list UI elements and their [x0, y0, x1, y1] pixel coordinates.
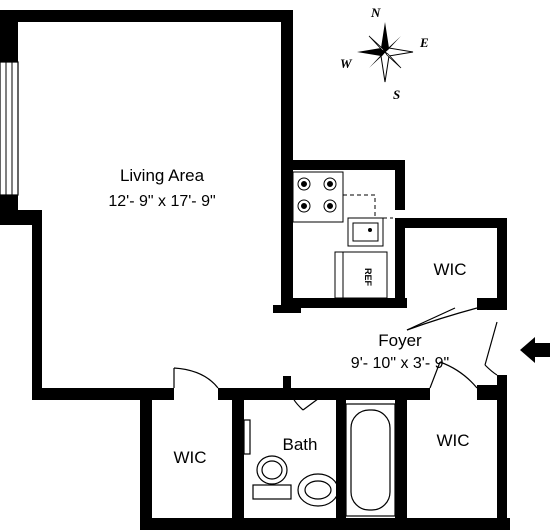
- toilet-bowl: [256, 455, 288, 485]
- wic-upper-label: WIC: [433, 260, 466, 279]
- wall-kitchen-right: [395, 160, 405, 210]
- living-area-dims: 12'- 9" x 17'- 9": [108, 193, 215, 210]
- door-wic-lower-right-swing: [439, 361, 478, 389]
- sink-basin: [352, 222, 379, 242]
- door-bath-leaf: [302, 389, 331, 411]
- kitchen-fixtures: [292, 171, 393, 299]
- wall-wic-left-right: [232, 388, 244, 530]
- foyer-dims: 9'- 10" x 3'- 9": [351, 355, 449, 372]
- compass-w: W: [340, 56, 353, 71]
- foyer-name: Foyer: [378, 331, 422, 350]
- counter-edge: [343, 194, 393, 219]
- door-wic-upper-leaf: [406, 307, 456, 331]
- living-area-name: Living Area: [120, 166, 205, 185]
- ref-label: REF: [363, 268, 373, 287]
- wall-bath-stub: [283, 376, 291, 390]
- door-wic-lower-left-swing: [173, 367, 219, 389]
- wall-right-lower: [497, 375, 507, 530]
- sink: [347, 217, 384, 247]
- wall-left-upper: [0, 10, 18, 62]
- stove-burners: [297, 177, 337, 213]
- door-wic-upper-swing: [406, 307, 478, 331]
- bathtub: [345, 403, 396, 517]
- medicine-cabinet: [243, 419, 251, 455]
- walls: [0, 10, 510, 530]
- door-bath-swing: [290, 389, 304, 411]
- wic-lower-right-label: WIC: [436, 431, 469, 450]
- wic-lower-left-label: WIC: [173, 448, 206, 467]
- wall-wic-upper-top: [395, 218, 507, 228]
- bath-fixtures: [243, 403, 396, 517]
- compass-rose-icon: [357, 22, 414, 83]
- entry-arrow-icon: [520, 337, 550, 363]
- bath-sink: [297, 473, 339, 507]
- wall-bath-right: [336, 388, 346, 530]
- door-entry-leaf: [484, 321, 498, 366]
- wall-wic-upper-left: [395, 218, 405, 308]
- toilet-tank: [252, 484, 292, 500]
- compass-s: S: [393, 87, 400, 102]
- wall-wic-upper-right: [497, 218, 507, 310]
- wall-left-lower: [32, 210, 42, 400]
- wall-top: [0, 10, 293, 22]
- wall-wic-right-left: [395, 388, 407, 530]
- wall-wic-upper-bottom-right: [477, 298, 507, 310]
- door-wic-lower-right-leaf: [429, 361, 441, 389]
- wall-living-bottom-left: [32, 388, 174, 400]
- wall-living-right-cap: [273, 305, 301, 313]
- window: [0, 61, 19, 196]
- stove: [292, 171, 344, 223]
- compass-n: N: [370, 5, 381, 20]
- door-entry-swing: [484, 364, 498, 376]
- wall-left-lower-stub: [0, 195, 18, 225]
- bath-label: Bath: [283, 435, 318, 454]
- refrigerator: [334, 251, 388, 299]
- wall-foyer-bottom-right: [477, 385, 507, 400]
- wall-wic-left-left: [140, 388, 152, 530]
- bathtub-basin: [350, 409, 391, 511]
- wall-left-step: [18, 210, 42, 225]
- doors: [173, 307, 498, 411]
- wall-kitchen-bottom: [293, 298, 405, 308]
- wall-kitchen-top: [281, 160, 405, 170]
- wall-bottom: [140, 518, 510, 530]
- compass-e: E: [419, 35, 429, 50]
